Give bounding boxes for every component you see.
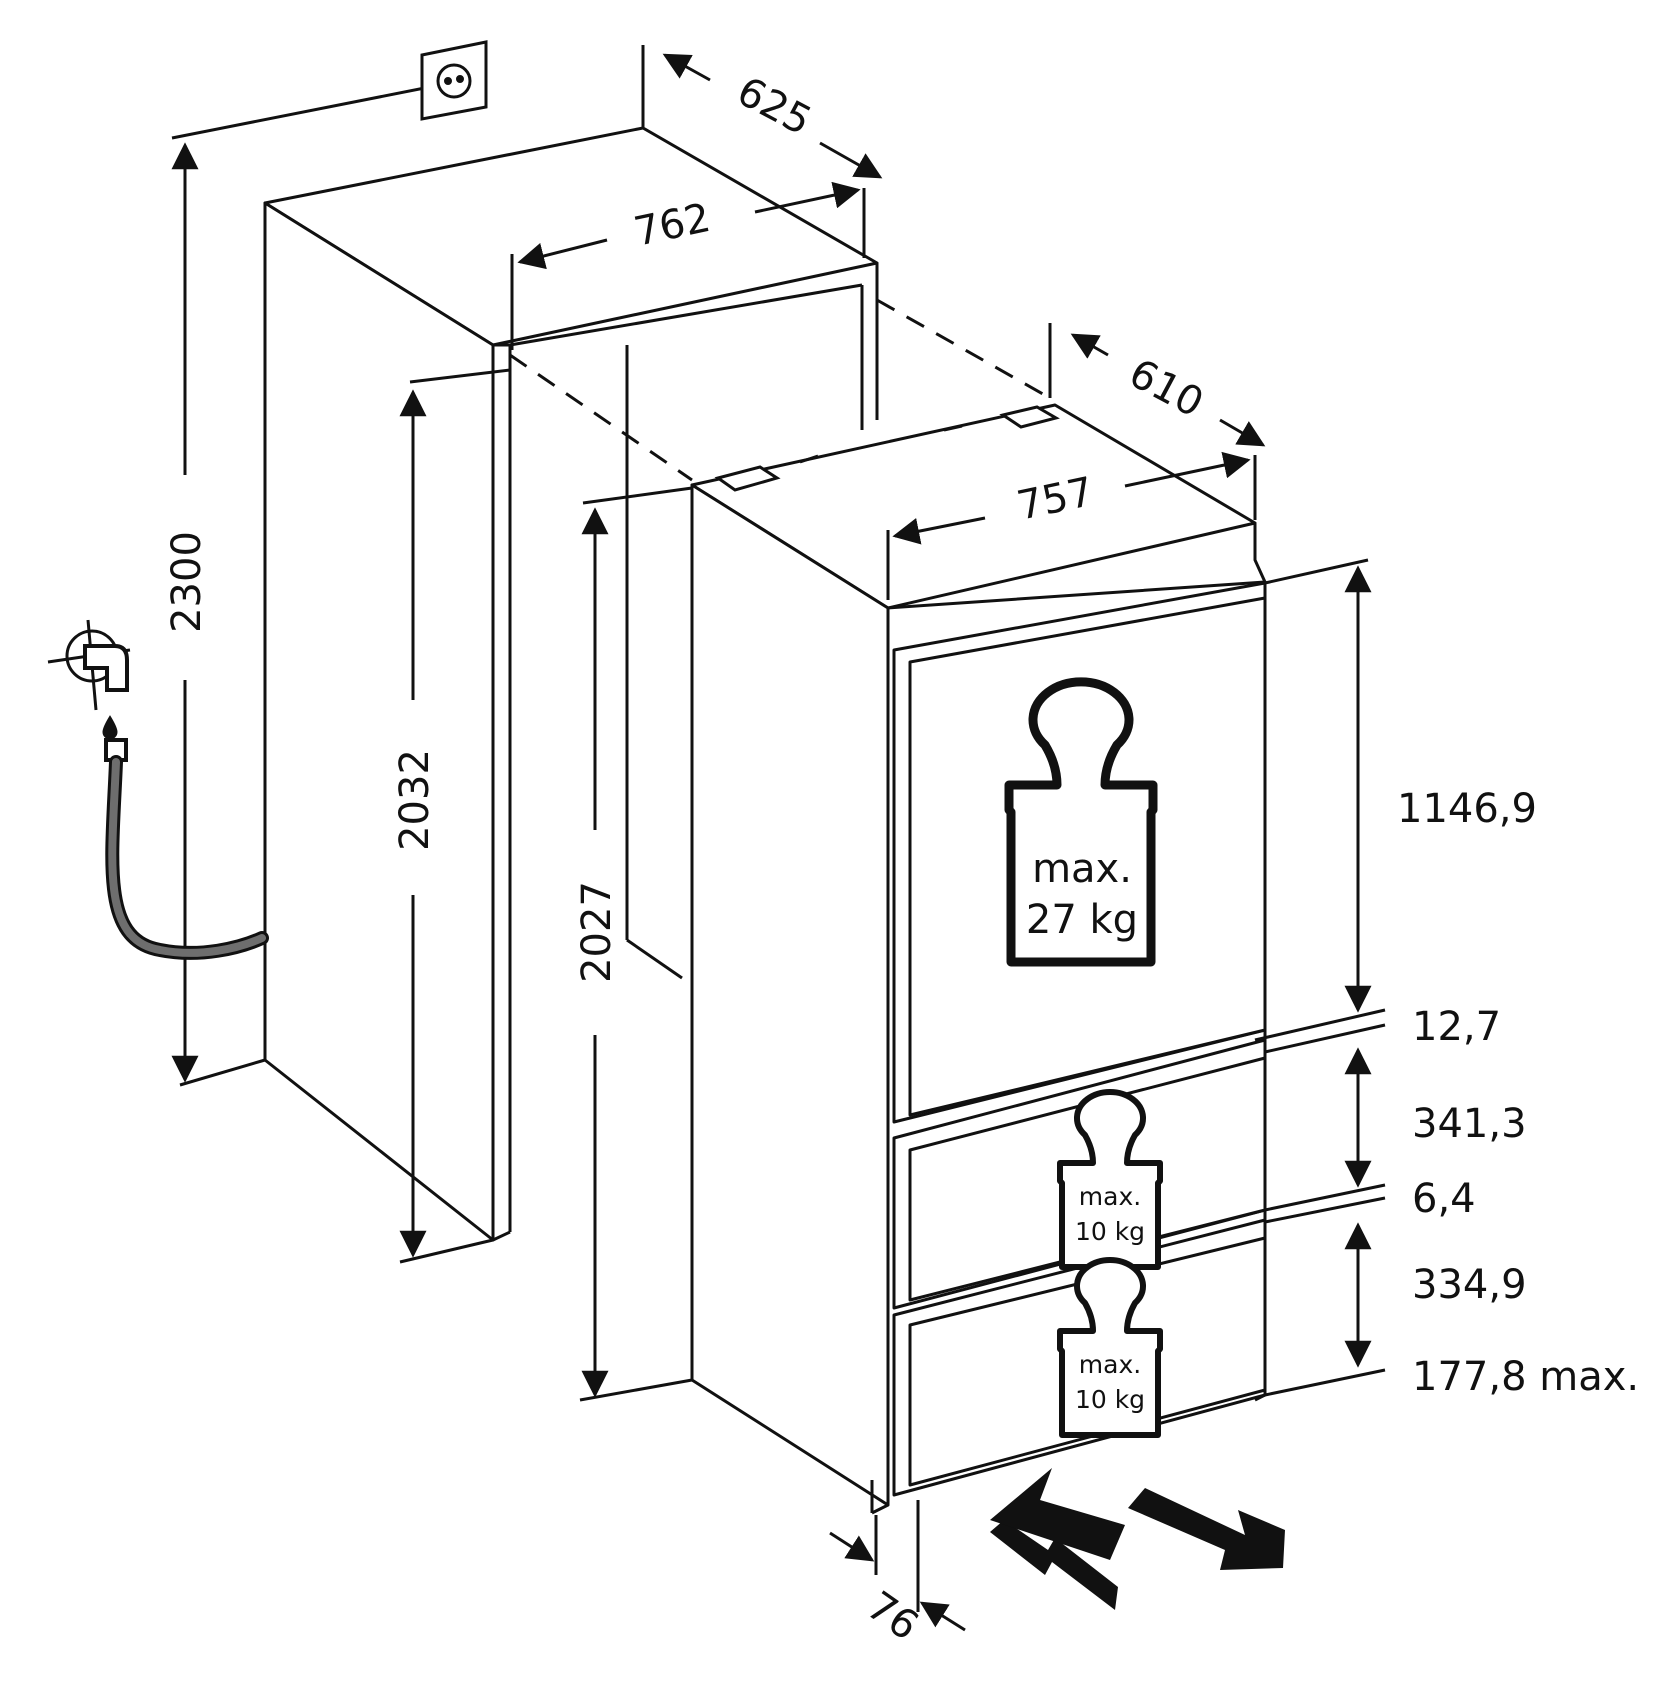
niche-outline xyxy=(263,126,879,1242)
push-arrow-icon xyxy=(990,1468,1125,1560)
dashed-guide-lines xyxy=(509,298,1051,482)
weight-icon-drawer-2: max. 10 kg xyxy=(1057,1257,1163,1438)
dim-appliance-width xyxy=(886,451,1257,600)
upper-load-line1: max. xyxy=(1032,846,1132,892)
drawer-1-load-line1: max. xyxy=(1079,1182,1141,1211)
drawer-2-load-line1: max. xyxy=(1079,1350,1141,1379)
dim-niche-width xyxy=(510,181,866,350)
niche-height-label: 2300 xyxy=(164,531,210,633)
dim-appliance-depth xyxy=(1048,323,1266,447)
pull-arrow-icon xyxy=(1128,1488,1285,1570)
dim-niche-inner-height xyxy=(399,368,511,1264)
weight-icon-drawer-1: max. 10 kg xyxy=(1057,1089,1163,1270)
power-socket-icon xyxy=(420,40,488,121)
door-upper-label: 1146,9 xyxy=(1397,786,1537,832)
niche-depth-label: 625 xyxy=(730,68,819,144)
appliance-depth-label: 610 xyxy=(1122,350,1211,426)
appliance-hinges xyxy=(714,405,1060,492)
gap-2-label: 6,4 xyxy=(1412,1176,1476,1222)
weight-icon-upper: max. 27 kg xyxy=(1004,677,1158,967)
water-hose-fill xyxy=(108,758,266,957)
drawer-2-load-line2: 10 kg xyxy=(1075,1385,1145,1414)
push-arrow-icon xyxy=(990,1520,1118,1610)
dim-appliance-height xyxy=(579,486,693,1402)
appliance-height-label: 2027 xyxy=(574,881,620,983)
door-offset-label: 76 xyxy=(858,1583,926,1650)
dim-door-offset xyxy=(829,1500,966,1632)
drawer-1-label: 341,3 xyxy=(1412,1101,1527,1147)
appliance-body xyxy=(690,403,1267,1515)
dim-niche-height xyxy=(171,78,466,1087)
dim-front-chain xyxy=(1254,558,1386,1397)
drawer-2-label: 334,9 xyxy=(1412,1262,1527,1308)
water-tap-icon xyxy=(47,619,131,762)
dim-niche-depth xyxy=(641,45,883,179)
drawer-1-load-line2: 10 kg xyxy=(1075,1217,1145,1246)
water-hose xyxy=(105,755,269,960)
gap-1-label: 12,7 xyxy=(1412,1004,1501,1050)
plinth-label: 177,8 max. xyxy=(1412,1354,1639,1400)
upper-load-line2: 27 kg xyxy=(1026,897,1138,943)
niche-inner-height-label: 2032 xyxy=(392,749,438,851)
